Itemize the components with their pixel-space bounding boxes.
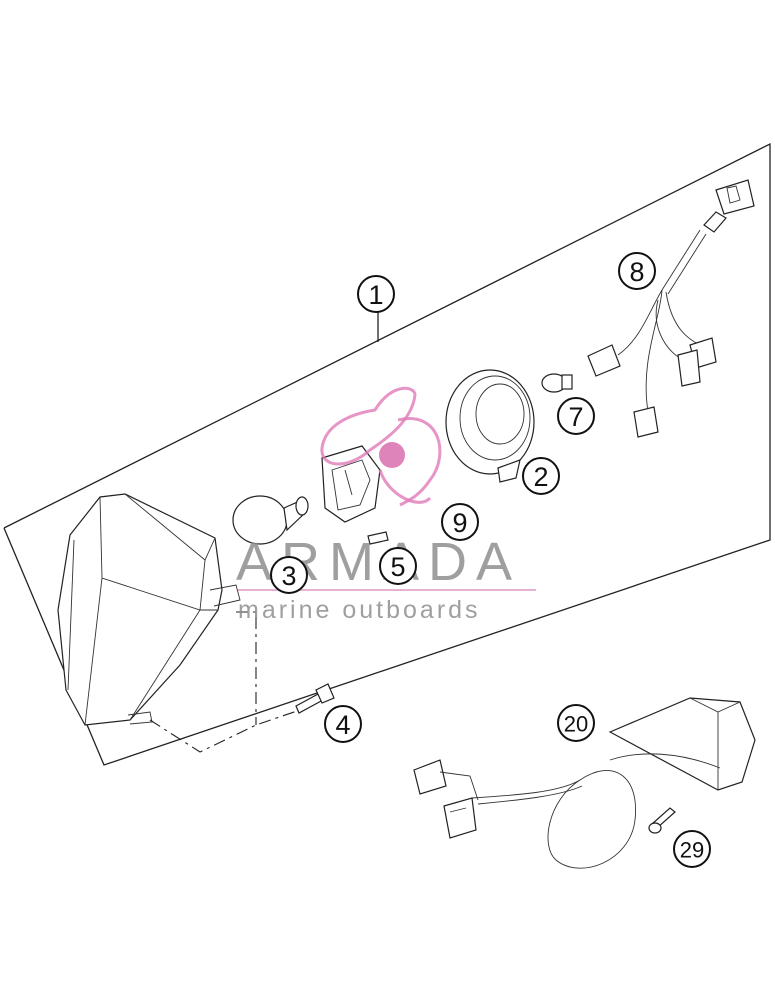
callout-2: 2 [522, 457, 560, 495]
callout-4: 4 [324, 705, 362, 743]
callout-3-label: 3 [281, 561, 296, 591]
logo-swirl-tail [378, 469, 432, 504]
callout-8: 8 [618, 252, 656, 290]
callout-1-label: 1 [368, 280, 383, 310]
callout-7-label: 7 [568, 402, 583, 432]
callout-9-label: 9 [452, 508, 467, 538]
callout-5-label: 5 [390, 552, 405, 582]
callout-20: 20 [557, 704, 595, 742]
callout-7: 7 [557, 397, 595, 435]
cable-loop [413, 753, 721, 869]
callout-9: 9 [441, 503, 479, 541]
headlight-housing [57, 493, 241, 726]
callout-8-label: 8 [629, 257, 644, 287]
wiring-harness [587, 179, 755, 438]
watermark-tagline: marine outboards [238, 596, 481, 624]
callout-1: 1 [357, 275, 395, 313]
main-bulb [232, 495, 309, 545]
callout-5: 5 [379, 547, 417, 585]
bulb-holder [321, 445, 381, 523]
mounting-screw [295, 683, 335, 714]
logo-dot [379, 442, 405, 468]
small-screw [648, 807, 676, 834]
logo-swirl-shape [320, 386, 417, 466]
callout-20-label: 20 [564, 712, 588, 737]
reflector-bezel [445, 369, 535, 483]
logo-swirl-fin [397, 417, 442, 507]
cover-plate [608, 697, 756, 791]
mounting-dash-lines [149, 611, 301, 753]
parking-bulb [541, 373, 573, 393]
callout-2-label: 2 [533, 462, 548, 492]
small-clip [367, 531, 389, 545]
callout-4-label: 4 [335, 710, 350, 740]
callout-3: 3 [270, 556, 308, 594]
callout-29-label: 29 [680, 838, 704, 863]
callout-29: 29 [673, 830, 711, 868]
